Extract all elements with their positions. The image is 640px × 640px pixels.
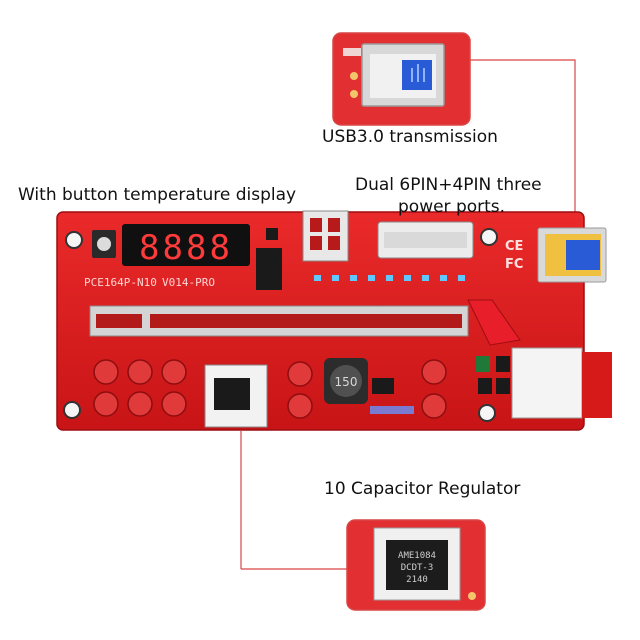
regulator-caption: 10 Capacitor Regulator [324,479,521,499]
pcie-riser-board: 8888 PCE164P-N10 V014-PRO CE F [56,210,612,431]
mount-hole [63,401,81,419]
svg-text:FC: FC [505,257,523,272]
power-ports-caption-line2: power ports. [398,197,506,217]
led-digits: 8888 [139,228,233,268]
callout-lines [240,59,576,570]
model-label: PCE164P-N10 [84,276,157,289]
six-pin-connector [302,210,349,262]
capacitor-group-middle [287,361,313,419]
led-display [122,224,250,266]
usb-zoom-inset [332,32,471,126]
side-power-connector [511,347,583,419]
mount-hole [65,231,83,249]
chip-line1: AME1084 [398,551,436,561]
version-label: V014-PRO [162,276,215,289]
capacitor-group-left [93,359,187,417]
chip-line3: 2140 [406,575,428,585]
usb-callout-line [470,59,576,232]
button-temperature-caption: With button temperature display [18,185,297,205]
regulator-chip [386,540,448,590]
chip-line2: DCDT-3 [401,563,434,573]
mount-hole [480,228,498,246]
power-ports-caption-line1: Dual 6PIN+4PIN three [355,175,542,195]
usb-caption: USB3.0 transmission [322,127,498,147]
svg-text:CE: CE [505,239,523,254]
inductor-label: 150 [335,375,358,389]
capacitor-group-right [421,359,447,419]
regulator-zoom-inset: AME1084 DCDT-3 2140 [346,519,486,611]
mount-hole [478,404,496,422]
status-led-row [314,275,465,281]
